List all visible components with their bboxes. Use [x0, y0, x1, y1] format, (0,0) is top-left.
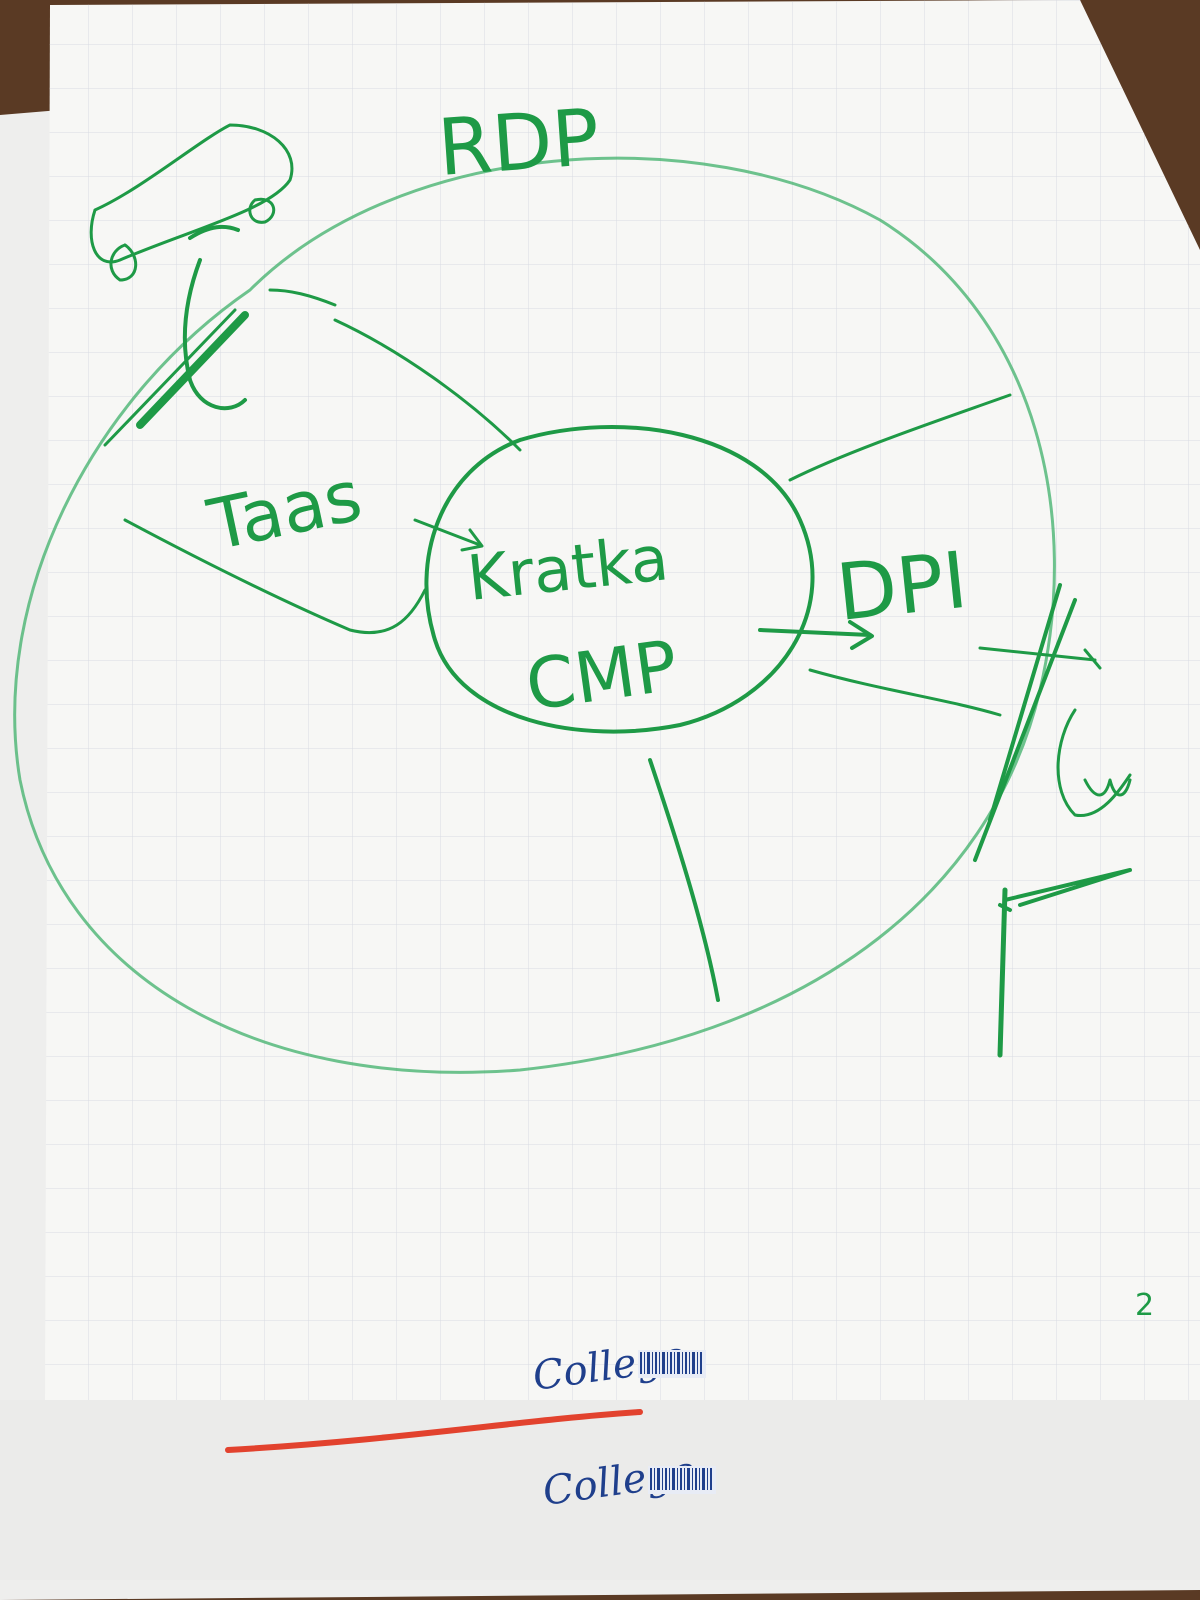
dpi-arrow-head [848, 620, 874, 650]
outer-ellipse [13, 156, 1056, 1074]
upper-right-segment [788, 393, 1012, 482]
right-cross-stroke-2 [988, 583, 1062, 822]
center-circle [424, 425, 815, 734]
flag-pole [997, 887, 1008, 1058]
right-horizontal-stroke [978, 646, 1097, 662]
flag-dot [998, 903, 1012, 912]
flag-shape [1003, 868, 1132, 907]
right-w-shape [1083, 778, 1132, 797]
taas-boundary-lower [123, 518, 427, 635]
top-left-loop [182, 258, 247, 411]
top-left-box [89, 123, 294, 264]
paper-grid [45, 0, 1200, 1400]
taas-arrow [413, 518, 482, 547]
right-plus-mark [1083, 648, 1102, 670]
lower-right-segment [808, 668, 1002, 717]
barcode [648, 1466, 716, 1494]
top-left-box-wheel-right [248, 197, 276, 224]
taas-boundary-top [268, 288, 337, 307]
taas-arrow-head [460, 528, 484, 552]
barcode [638, 1350, 706, 1378]
page-number: 2 [1135, 1288, 1154, 1323]
lower-pad-sheet [0, 1400, 1200, 1580]
red-marker-line [225, 1409, 643, 1453]
top-left-thick-stroke [136, 311, 249, 429]
top-left-box-dash [188, 224, 240, 240]
top-left-box-wheel-left [109, 243, 138, 282]
dpi-arrow [758, 628, 872, 637]
top-left-thin-stroke [103, 308, 237, 447]
label-dpi: DPI [833, 536, 972, 639]
title-rdp: RDP [435, 93, 602, 194]
bottom-vertical-line [648, 758, 720, 1002]
taas-to-center-line [333, 318, 522, 452]
